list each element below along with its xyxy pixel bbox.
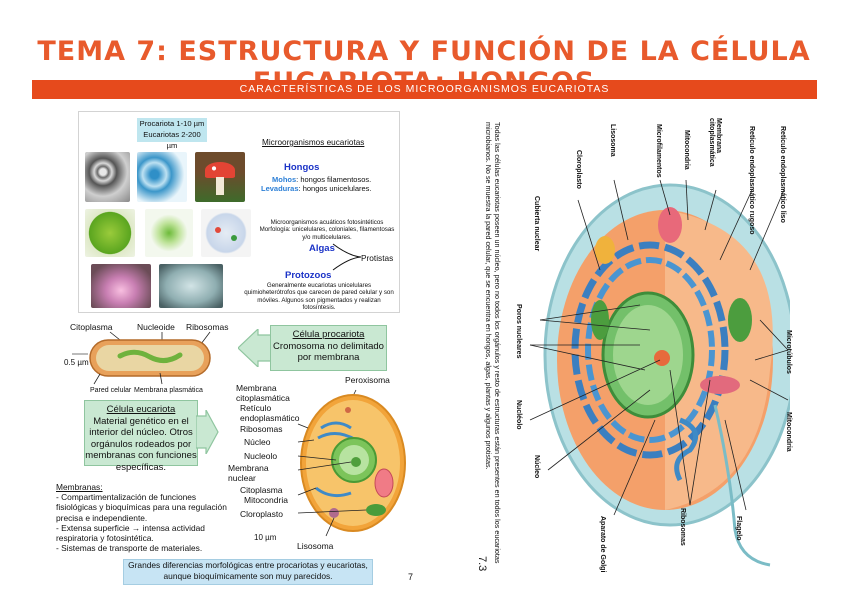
green-alga-photo [85, 209, 135, 257]
eukaryotic-cell-3d-diagram [543, 183, 790, 567]
euk-label-lisosoma: Lisosoma [297, 541, 334, 551]
mushroom-cap [205, 162, 235, 178]
membranas-title: Membranas: [56, 482, 103, 492]
page-number: 7 [408, 572, 414, 582]
mohos-text: : hongos filamentosos. [296, 175, 372, 184]
eucariota-box: Célula eucariota Material genético en el… [84, 400, 198, 473]
procariota-text: Cromosoma no delimitado por membrana [273, 340, 384, 364]
protistas-label: Protistas [361, 253, 394, 263]
desmid-photo [145, 209, 193, 257]
colonial-alga-photo [201, 209, 251, 257]
procariota-box: Célula procariota Cromosoma no delimitad… [270, 325, 387, 371]
euk-label-scale: 10 µm [254, 533, 277, 542]
micro-title: Microorganismos eucariotas [262, 138, 365, 147]
euk-label-reticulo: Retículo endoplasmático [240, 403, 300, 423]
right-leader-lines [529, 179, 789, 516]
protistas-bracket [332, 243, 362, 271]
prokaryote-cell-diagram [72, 331, 211, 385]
colony-dot [231, 235, 237, 241]
mold-photo [85, 152, 130, 202]
hongos-title: Hongos [284, 162, 320, 173]
mushroom-stem [216, 177, 224, 195]
figure-caption: Todas las células eucariotas poseen un n… [484, 122, 502, 564]
eukaryote-cell-diagram [297, 389, 406, 537]
size-eucariota: Eucariotas 2-200 µm [143, 130, 201, 150]
figure-number: 7.3 [476, 556, 488, 572]
levaduras-text: : hongos unicelulares. [298, 184, 372, 193]
pro-scale: 0.5 µm [64, 358, 89, 367]
eucariota-text: Material genético en el interior del núc… [85, 415, 197, 473]
membranas-item: - Sistemas de transporte de materiales. [56, 543, 203, 554]
euk-label-ribosomas: Ribosomas [240, 424, 283, 434]
acuaticos-text: Microorganismos acuáticos fotosintéticos… [259, 219, 395, 241]
eukaryotic-microorganisms-figure: Procariota 1-10 µm Eucariotas 2-200 µm M… [78, 111, 400, 313]
procariota-title: Célula procariota [292, 329, 365, 340]
algas-title: Algas [309, 243, 335, 254]
euk-label-nucleolo: Nucleolo [244, 451, 278, 461]
membranas-item: - Extensa superficie → intensa actividad… [56, 522, 205, 544]
pro-label-membrana: Membrana plasmática [134, 387, 203, 394]
protozoa-photo-2 [159, 264, 223, 308]
protozoa-photo-1 [91, 264, 151, 308]
membranas-item: - Compartimentalización de funciones fis… [56, 492, 227, 523]
levaduras-label: Levaduras [261, 184, 299, 193]
eucariota-arrow [196, 410, 219, 454]
euk-label-membrana: Membrana citoplasmática [236, 383, 290, 403]
mohos-line: Mohos: hongos filamentosos. [272, 175, 371, 184]
euk-label-membrana-nuclear: Membrana nuclear [228, 463, 269, 483]
mohos-label: Mohos [272, 175, 297, 184]
euk-label-mitocondria: Mitocondria [244, 495, 288, 505]
mushroom-photo [195, 152, 245, 202]
footer-summary-box: Grandes diferencias morfológicas entre p… [123, 559, 373, 585]
euk-label-cloroplasto: Cloroplasto [240, 509, 283, 519]
pro-label-ribosomas: Ribosomas [186, 322, 229, 332]
colony-dot [215, 227, 221, 233]
pro-label-pared: Pared celular [90, 387, 132, 394]
protozoos-title: Protozoos [285, 270, 332, 281]
eucariota-title: Célula eucariota [106, 404, 176, 415]
filamentous-fungus-photo [137, 152, 187, 202]
euk-label-nucleo: Núcleo [244, 437, 271, 447]
size-box: Procariota 1-10 µm Eucariotas 2-200 µm [137, 118, 207, 150]
euk-label-citoplasma: Citoplasma [240, 485, 283, 495]
pro-label-citoplasma: Citoplasma [70, 322, 113, 332]
membranas-section: Membranas: - Compartimentalización de fu… [56, 482, 236, 553]
euk-label-peroxisoma: Peroxisoma [345, 375, 390, 385]
size-procariota: Procariota 1-10 µm [139, 119, 205, 128]
pro-label-nucleoide: Nucleoide [137, 322, 175, 332]
levaduras-line: Levaduras: hongos unicelulares. [261, 184, 372, 193]
protozoos-text: Generalmente eucariotas unicelulares qui… [244, 282, 394, 312]
section-banner: CARACTERÍSTICAS DE LOS MICROORGANISMOS E… [32, 80, 817, 99]
